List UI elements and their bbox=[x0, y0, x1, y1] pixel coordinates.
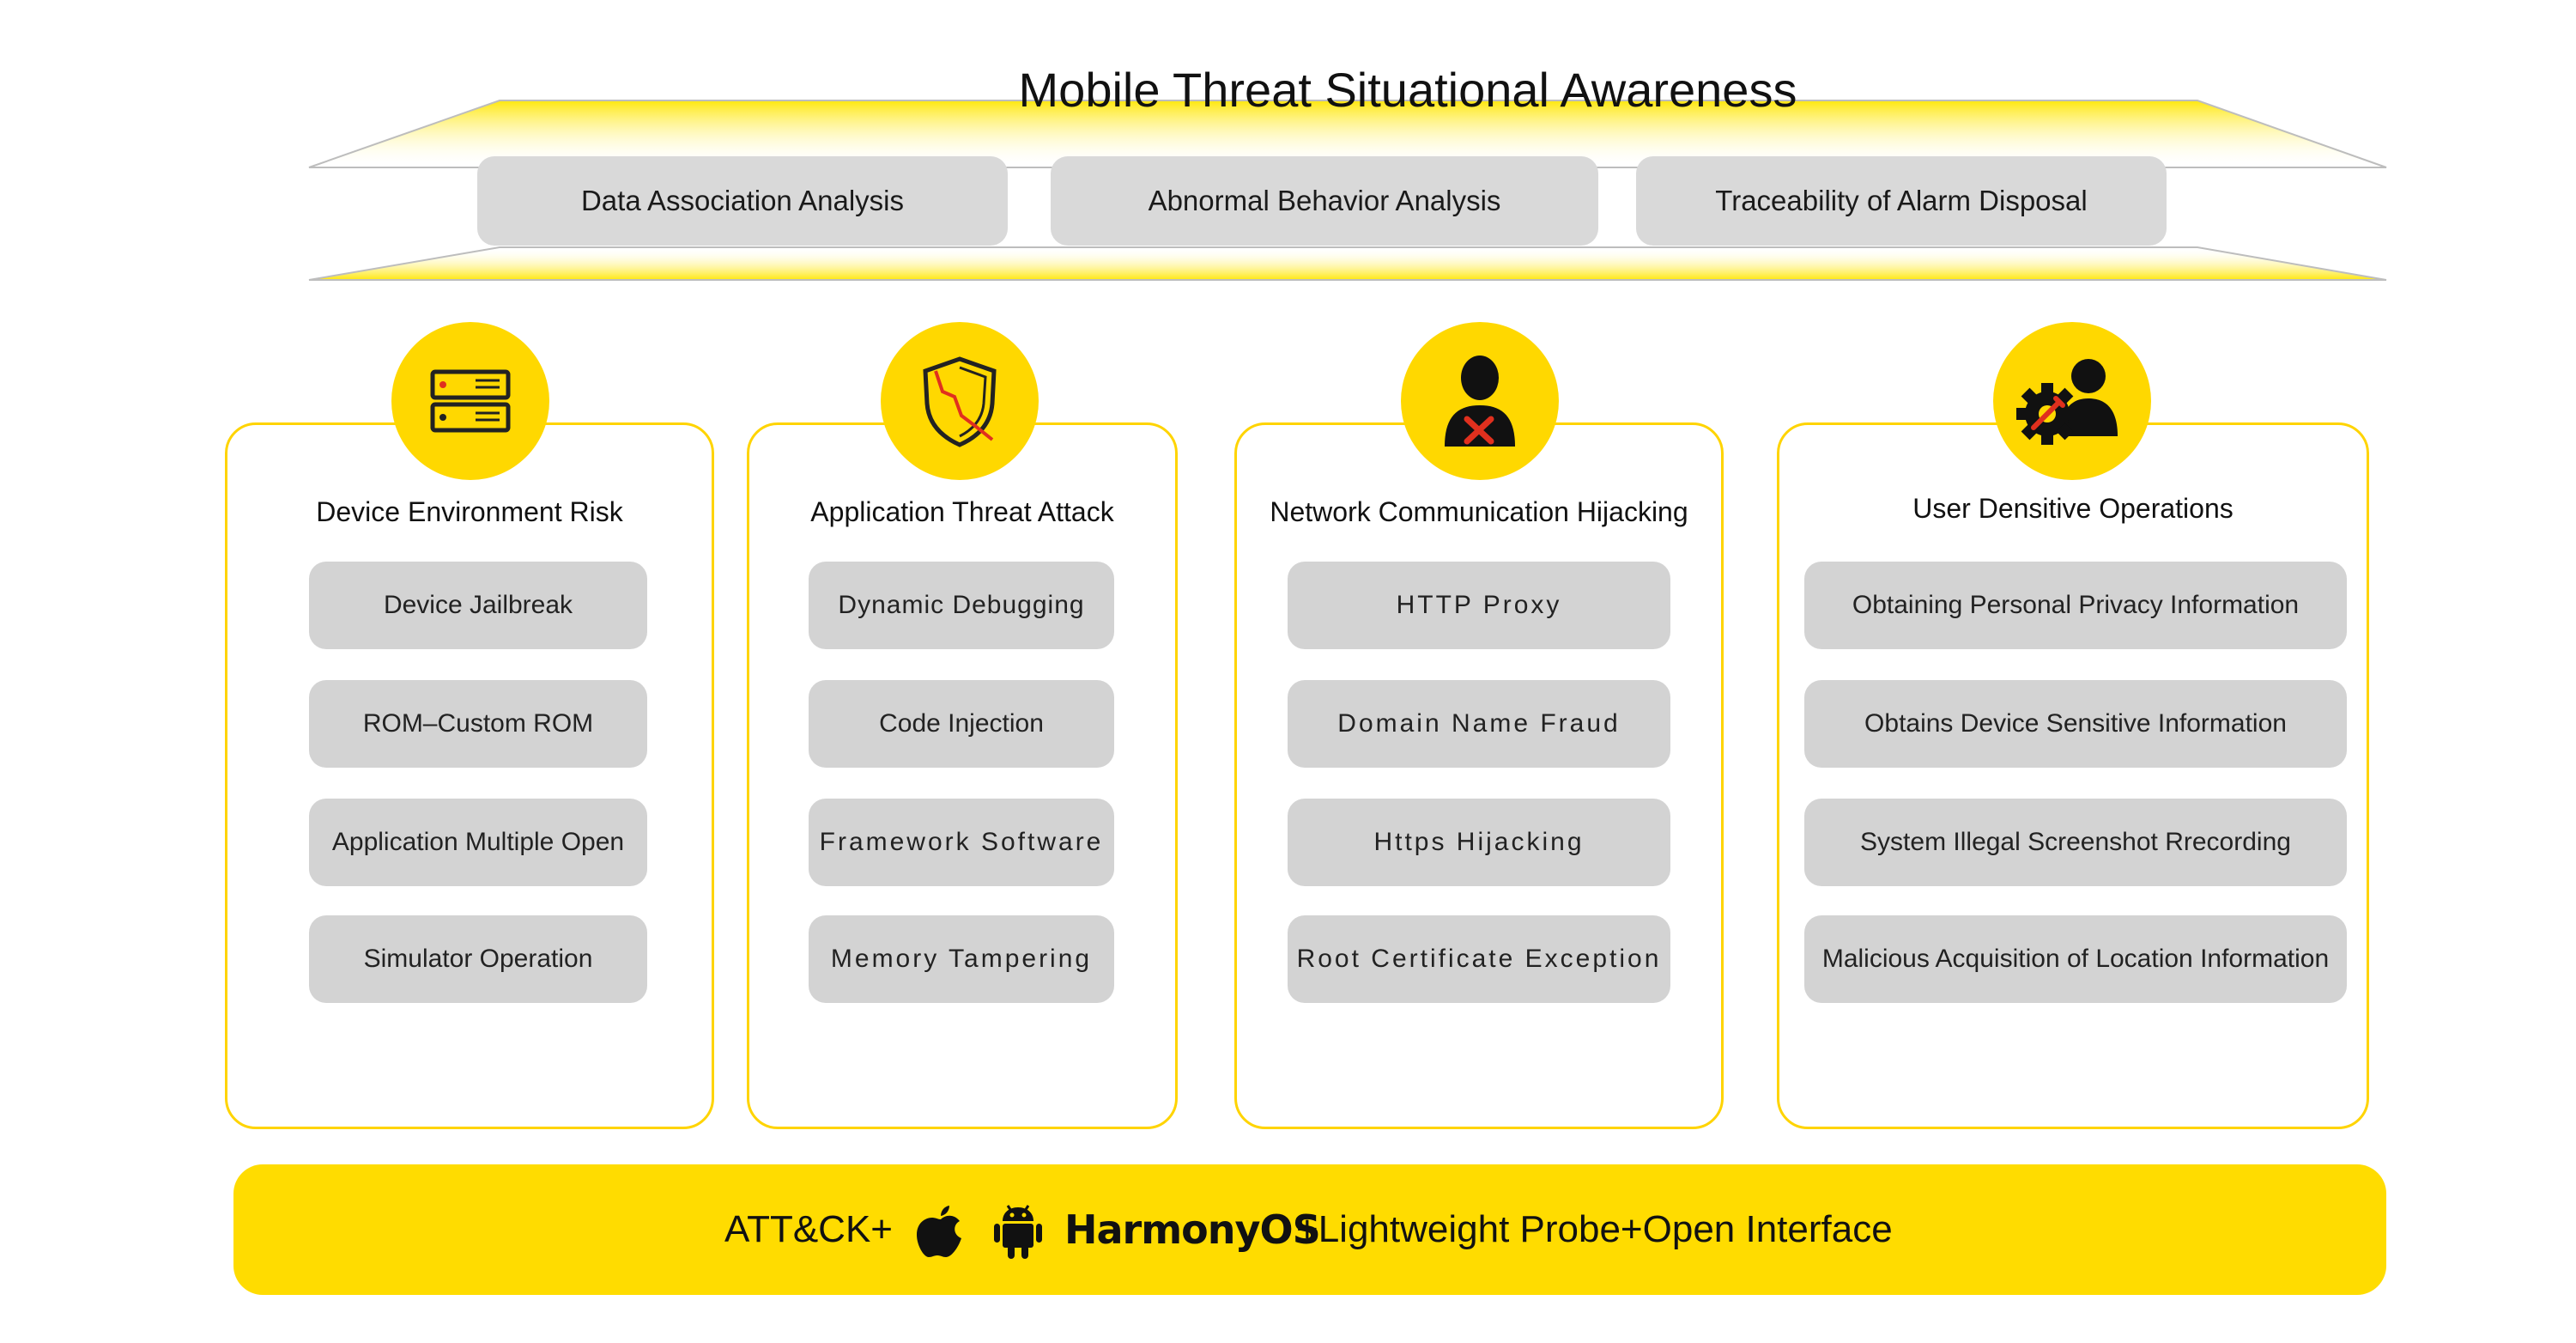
analysis-abnormal-behavior: Abnormal Behavior Analysis bbox=[1051, 156, 1598, 246]
analysis-data-association: Data Association Analysis bbox=[477, 156, 1008, 246]
page-title: Mobile Threat Situational Awareness bbox=[1018, 63, 1797, 117]
user-blocked-icon bbox=[1401, 322, 1559, 480]
panel-title: Application Threat Attack bbox=[810, 496, 1114, 527]
analysis-layer bbox=[308, 100, 2387, 281]
panel-user-operations bbox=[1777, 422, 2369, 1129]
server-icon bbox=[391, 322, 549, 480]
list-item: Root Certificate Exception bbox=[1288, 915, 1670, 1003]
list-item: Https Hijacking bbox=[1288, 799, 1670, 886]
list-item: Obtaining Personal Privacy Information bbox=[1804, 562, 2347, 649]
list-item: Device Jailbreak bbox=[309, 562, 647, 649]
probe-interface-label: +Lightweight Probe+Open Interface bbox=[1296, 1208, 1893, 1250]
cracked-shield-icon bbox=[881, 322, 1039, 480]
android-icon bbox=[994, 1205, 1042, 1259]
list-item: Domain Name Fraud bbox=[1288, 680, 1670, 768]
list-item: Simulator Operation bbox=[309, 915, 647, 1003]
top-plane bbox=[308, 100, 2387, 168]
list-item: Framework Software bbox=[809, 799, 1114, 886]
panel-title: User Densitive Operations bbox=[1912, 493, 2234, 524]
panel-device-environment bbox=[225, 422, 714, 1129]
panel-application-threat bbox=[747, 422, 1178, 1129]
analysis-traceability: Traceability of Alarm Disposal bbox=[1636, 156, 2167, 246]
panel-network-hijacking bbox=[1234, 422, 1724, 1129]
platform-bar: ATT&CK+ HarmonyOS +Lightweight Probe+Ope… bbox=[233, 1164, 2386, 1295]
bottom-plane bbox=[308, 246, 2387, 281]
list-item: ROM–Custom ROM bbox=[309, 680, 647, 768]
list-item: Code Injection bbox=[809, 680, 1114, 768]
list-item: Memory Tampering bbox=[809, 915, 1114, 1003]
user-gear-icon bbox=[1993, 322, 2151, 480]
list-item: Malicious Acquisition of Location Inform… bbox=[1804, 915, 2347, 1003]
harmonyos-logo: HarmonyOS bbox=[1064, 1206, 1321, 1253]
list-item: Obtains Device Sensitive Information bbox=[1804, 680, 2347, 768]
apple-icon bbox=[917, 1206, 961, 1257]
list-item: System Illegal Screenshot Rrecording bbox=[1804, 799, 2347, 886]
panel-title: Device Environment Risk bbox=[316, 496, 623, 527]
list-item: Application Multiple Open bbox=[309, 799, 647, 886]
list-item: Dynamic Debugging bbox=[809, 562, 1114, 649]
panel-title: Network Communication Hijacking bbox=[1270, 496, 1688, 527]
attck-label: ATT&CK+ bbox=[724, 1208, 894, 1250]
list-item: HTTP Proxy bbox=[1288, 562, 1670, 649]
